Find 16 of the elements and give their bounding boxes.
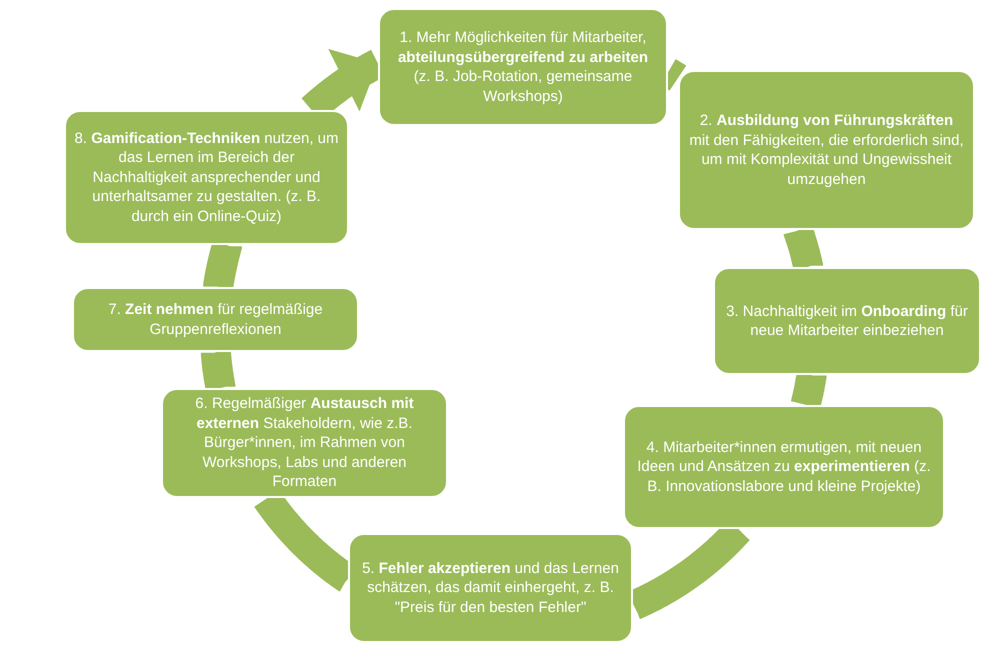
step-text: 3. Nachhaltigkeit im Onboarding für neue Mitarbeiter einbeziehen: [725, 302, 969, 340]
step-text: 1. Mehr Möglichkeiten für Mitarbeiter, abteilungsübergreifend zu arbeiten (z. B. Job-Rotation, gemeinsame Workshops): [396, 28, 650, 106]
step-box: [678, 70, 975, 230]
step-box: [348, 533, 633, 643]
step-text: 4. Mitarbeiter*innen ermutigen, mit neuen Ideen und Ansätzen zu experimentieren (z. B. Innovationslabore und kleine Projekte): [636, 438, 932, 496]
step-text: 5. Fehler akzeptieren und das Lernen schätzen, das damit einhergeht, z. B. "Preis für den besten Fehler": [361, 558, 620, 618]
step-box: [623, 405, 945, 529]
step-text: 7. Zeit nehmen für regelmäßige Gruppenreflexionen: [107, 300, 324, 339]
step-box: [72, 287, 359, 352]
step-text: 2. Ausbildung von Führungskräften mit den Fähigkeiten, die erforderlich sind, um mit Komplexität und Ungewissheit umzugehen: [688, 111, 965, 189]
step-box: [64, 110, 349, 245]
step-box: [378, 8, 668, 126]
step-text: 6. Regelmäßiger Austausch mit externen Stakeholdern, wie z.B. Bürger*innen, im Rahmen von Workshops, Labs und anderen Formaten: [194, 394, 415, 492]
step-box: [161, 388, 448, 498]
step-box: [713, 267, 981, 375]
step-text: 8. Gamification-Techniken nutzen, um das Lernen im Bereich der Nachhaltigkeit ansprechender und unterhaltsamer zu gestalten. (z. B. durch ein Online-Quiz): [74, 128, 339, 226]
